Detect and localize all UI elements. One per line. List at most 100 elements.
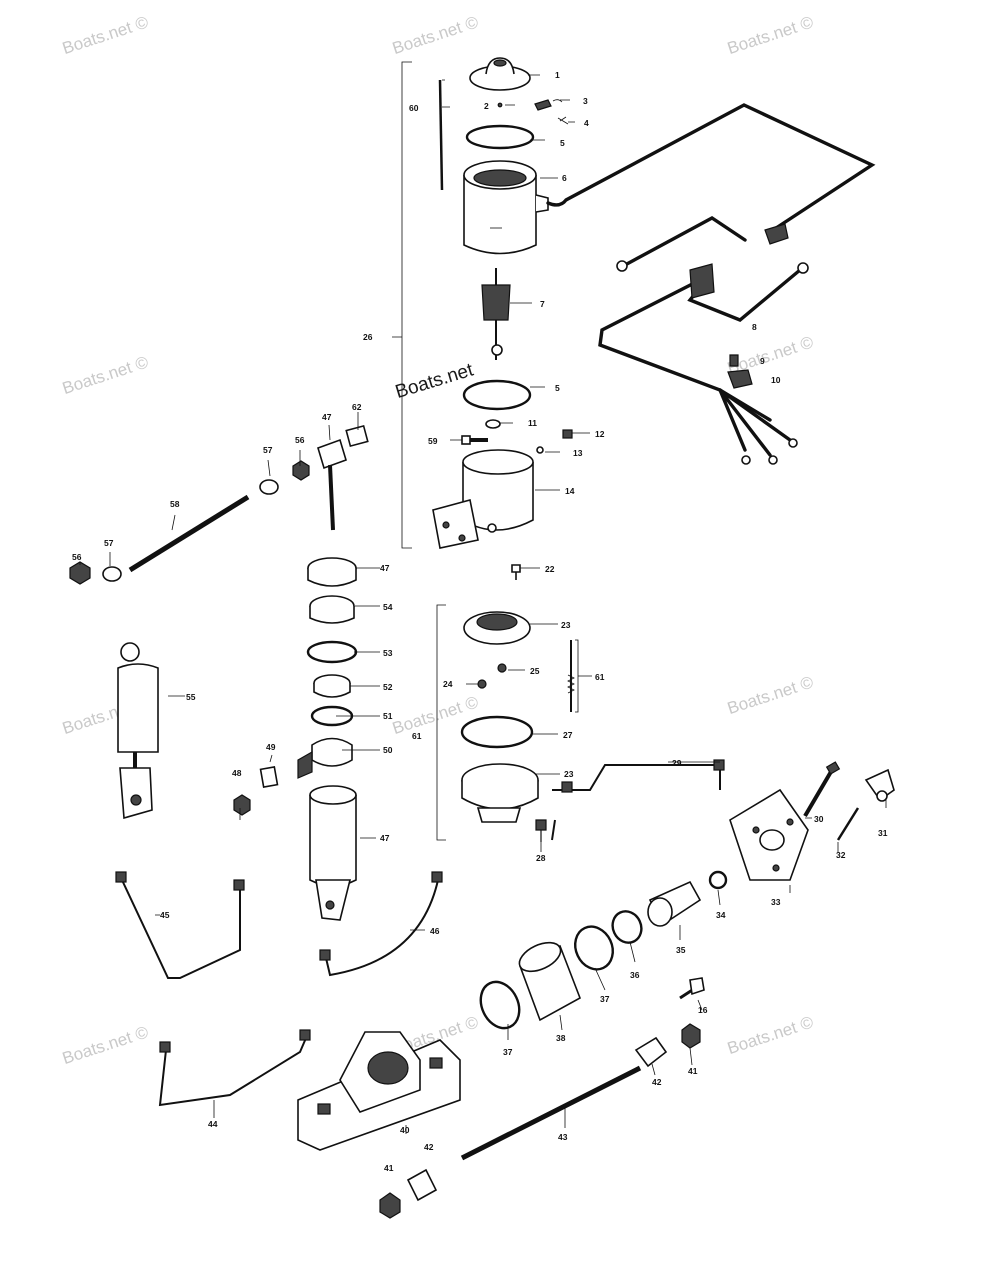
callout-50: 50 [383,745,393,755]
callout-42: 42 [424,1142,434,1152]
callout-48: 48 [232,768,242,778]
screw-32 [836,807,860,841]
callout-26: 26 [363,332,373,342]
terminal-block [689,263,715,299]
o-ring-53 [306,640,358,664]
screw-9 [729,354,739,367]
callout-31: 31 [878,828,888,838]
check-valve-24 [477,679,487,689]
callout-5: 5 [560,138,565,148]
bracket-61-small [575,639,579,713]
callout-51: 51 [383,711,393,721]
callout-2: 2 [484,101,489,111]
bracket-61 [436,604,446,841]
pivot-pin-47 [317,438,347,531]
reservoir-cover-23 [463,611,531,645]
callout-58: 58 [170,499,180,509]
callout-57: 57 [263,445,273,455]
nut-41 [379,1192,401,1219]
valve-35 [647,880,702,927]
washer-57 [102,566,122,582]
callout-33: 33 [771,897,781,907]
callout-41: 41 [384,1163,394,1173]
callout-53: 53 [383,648,393,658]
cylinder-47 [309,785,357,921]
bushing-62 [345,424,369,448]
callout-47: 47 [380,563,390,573]
motor-housing [463,160,549,255]
callout-3: 3 [583,96,588,106]
harness-leads [718,388,792,457]
harness-8 [598,273,772,422]
motor-end-cap [469,57,531,91]
callout-23: 23 [564,769,574,779]
callout-5: 5 [555,383,560,393]
o-ring-36 [611,910,643,944]
leader-lines [79,74,887,1134]
callout-35: 35 [676,945,686,955]
through-bolt-60 [438,79,444,191]
fitting-48 [233,794,251,816]
part-2 [497,102,503,108]
callout-46: 46 [430,926,440,936]
ground-wire [623,216,747,267]
callout-55: 55 [186,692,196,702]
gasket-ring [465,124,535,150]
o-ring-34 [708,870,728,890]
fitting-16 [679,977,705,1000]
callout-52: 52 [383,682,393,692]
callout-30: 30 [814,814,824,824]
tube-46 [325,879,439,977]
callout-11: 11 [528,418,537,428]
clamp-50 [297,737,353,779]
callout-24: 24 [443,679,453,689]
callout-37: 37 [600,994,610,1004]
callout-12: 12 [595,429,605,439]
callout-4: 4 [584,118,589,128]
nut-56 [292,460,310,481]
callout-43: 43 [558,1132,568,1142]
screw-28 [535,819,547,842]
gasket-27 [460,715,534,749]
motor-lead-wire [546,103,876,234]
callout-6: 6 [562,173,567,183]
callout-56: 56 [295,435,305,445]
spring-part [557,116,569,125]
cap-42 [634,1036,668,1068]
manifold-33 [729,788,809,881]
callout-47: 47 [322,412,332,422]
callout-7: 7 [540,299,545,309]
callout-1: 1 [555,70,560,80]
callout-37: 37 [503,1047,513,1057]
callout-47: 47 [380,833,390,843]
callout-9: 9 [760,356,765,366]
callout-61: 61 [595,672,605,682]
callout-22: 22 [545,564,555,574]
callout-41: 41 [688,1066,698,1076]
callout-61: 61 [412,731,422,741]
nut-56 [69,561,91,585]
shock-absorber-55 [117,642,159,820]
callout-62: 62 [352,402,362,412]
reservoir-23 [461,763,539,823]
pivot-rod-58 [128,494,250,573]
callout-60: 60 [409,103,419,113]
plate-49 [259,765,279,789]
callout-44: 44 [208,1119,218,1129]
spring-61 [567,640,575,712]
callout-59: 59 [428,436,438,446]
clip-10 [727,369,753,389]
callout-54: 54 [383,602,393,612]
callout-10: 10 [771,375,781,385]
callout-16: 16 [698,1005,708,1015]
screw-12 [562,429,573,439]
washer-57 [259,479,279,495]
callout-13: 13 [573,448,583,458]
armature [481,268,511,360]
bracket-31 [864,768,895,802]
check-valve-25 [497,663,507,673]
bolt-30 [803,768,834,818]
tube-44 [158,1037,307,1107]
callout-25: 25 [530,666,540,676]
